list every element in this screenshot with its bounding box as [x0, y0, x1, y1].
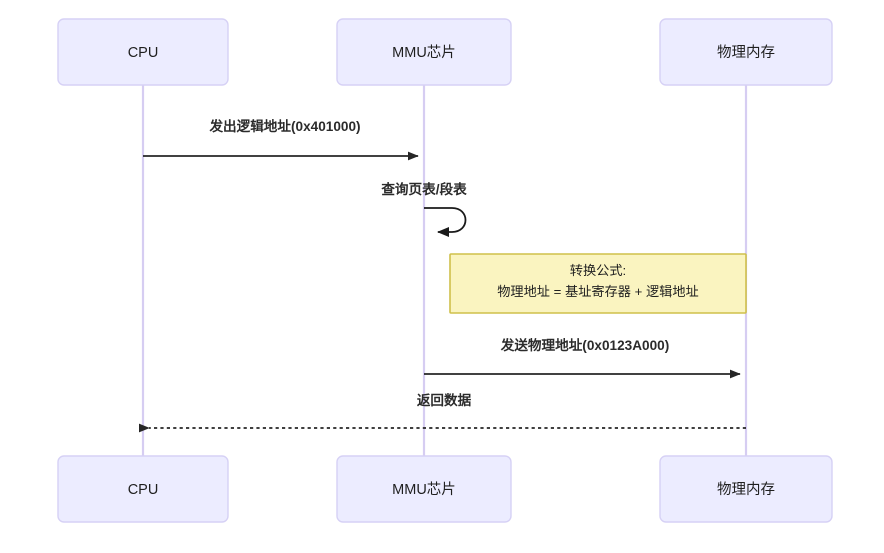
message-query-page-table[interactable]: 查询页表/段表 — [381, 181, 467, 237]
participant-box-mem-bottom[interactable] — [659, 455, 833, 523]
message-label-logical-address: 发出逻辑地址(0x401000) — [208, 118, 360, 134]
participant-header-cpu[interactable]: CPU — [57, 18, 229, 86]
participant-footer-cpu[interactable]: CPU — [57, 455, 229, 523]
note-conversion-formula: 转换公式: 物理地址 = 基址寄存器 + 逻辑地址 — [449, 253, 747, 314]
participant-header-mem[interactable]: 物理内存 — [659, 18, 833, 86]
participant-label-cpu: CPU — [128, 45, 159, 61]
participant-box-cpu[interactable] — [57, 18, 229, 86]
message-label-physical-address: 发送物理地址(0x0123A000) — [500, 337, 669, 353]
participant-label-mmu-bottom: MMU芯片 — [392, 481, 456, 498]
note-box-conversion-formula — [449, 253, 747, 314]
message-return-data[interactable]: 返回数据 — [138, 392, 746, 433]
message-physical-address[interactable]: 发送物理地址(0x0123A000) — [424, 337, 741, 379]
participant-footer-mem[interactable]: 物理内存 — [659, 455, 833, 523]
message-arrow-query-page-table[interactable] — [424, 207, 467, 237]
participant-label-mem-bottom: 物理内存 — [717, 481, 775, 498]
message-label-query-page-table: 查询页表/段表 — [381, 181, 467, 197]
participant-footer-mmu[interactable]: MMU芯片 — [336, 455, 512, 523]
participant-label-cpu-bottom: CPU — [128, 482, 159, 498]
participant-box-mmu[interactable] — [336, 18, 512, 86]
participant-box-mem[interactable] — [659, 18, 833, 86]
participant-header-mmu[interactable]: MMU芯片 — [336, 18, 512, 86]
participant-label-mmu: MMU芯片 — [392, 44, 456, 61]
note-line-1: 转换公式: — [570, 263, 626, 278]
message-logical-address[interactable]: 发出逻辑地址(0x401000) — [143, 118, 419, 161]
participant-box-mmu-bottom[interactable] — [336, 455, 512, 523]
note-line-2: 物理地址 = 基址寄存器 + 逻辑地址 — [497, 283, 699, 299]
message-label-return-data: 返回数据 — [417, 392, 472, 408]
participant-box-cpu-bottom[interactable] — [57, 455, 229, 523]
participant-label-mem: 物理内存 — [717, 44, 775, 61]
